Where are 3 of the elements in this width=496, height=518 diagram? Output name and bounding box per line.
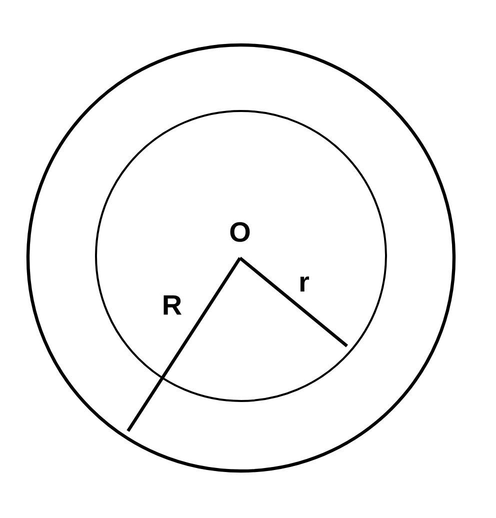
- point-label: R: [164, 295, 182, 315]
- point-label: O: [230, 222, 250, 242]
- point-label: r: [300, 276, 310, 292]
